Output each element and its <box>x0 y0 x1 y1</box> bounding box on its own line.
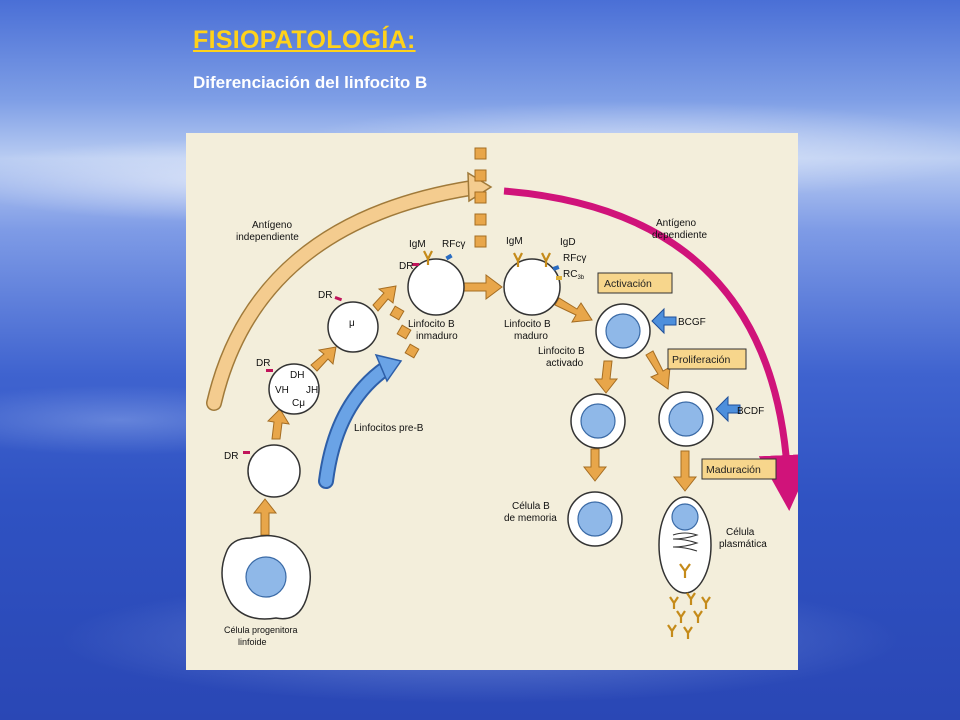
mu-cell <box>327 296 379 353</box>
proliferation-label: Proliferación <box>672 354 731 366</box>
proliferation-box <box>667 348 747 370</box>
bcdf-label: BCDF <box>737 406 764 417</box>
igm-label-1: IgM <box>409 239 426 250</box>
vh-label: VH <box>275 385 289 396</box>
bcdf-arrow <box>715 395 741 423</box>
antigen-dependent-label-2: dependiente <box>652 230 707 241</box>
secreted-antibodies <box>667 592 711 639</box>
dr-cell <box>243 444 301 498</box>
igd-label: IgD <box>560 237 576 248</box>
dr-label-2: DR <box>256 358 270 369</box>
dr-label-3: DR <box>318 290 332 301</box>
bcgf-label: BCGF <box>678 317 706 328</box>
dr-label-1: DR <box>224 451 238 462</box>
vh-cell <box>266 363 320 415</box>
antigen-independent-arc <box>206 171 493 411</box>
plasma-label-1: Célula <box>726 527 755 538</box>
igm-label-2: IgM <box>506 236 523 247</box>
antigen-squares <box>474 147 487 248</box>
memory-b-cell <box>567 491 623 547</box>
activation-label: Activación <box>604 278 652 290</box>
page-subtitle: Diferenciación del linfocito B <box>193 73 428 92</box>
jh-label: JH <box>306 385 318 396</box>
immature-b-cell <box>407 250 465 316</box>
mature-b-cell <box>503 252 562 316</box>
progenitor-cell <box>221 534 311 620</box>
mu-label: μ <box>349 318 355 329</box>
lineage-arrows <box>252 274 698 536</box>
antigen-independent-label-1: Antígeno <box>252 220 292 231</box>
memory-label-2: de memoria <box>504 513 557 524</box>
antigen-dependent-arc <box>503 187 798 511</box>
rc3b-label: RC3b <box>563 269 585 281</box>
activated-b-cell <box>595 303 651 359</box>
diagram-svg: Célula progenitora linfoide DR DR DH VH … <box>206 147 798 647</box>
maturation-box <box>701 458 777 480</box>
progenitor-label-2: linfoide <box>238 637 267 647</box>
immature-label-1: Linfocito B <box>408 319 455 330</box>
rfc-label-2: RFcγ <box>563 253 586 264</box>
proliferating-cell-left <box>570 393 626 449</box>
mature-label-1: Linfocito B <box>504 319 551 330</box>
activated-label-1: Linfocito B <box>538 346 585 357</box>
antigen-dependent-label-1: Antígeno <box>656 218 696 229</box>
pre-b-label: Linfocitos pre-B <box>354 423 424 434</box>
plasma-label-2: plasmática <box>719 539 767 550</box>
progenitor-label-1: Célula progenitora <box>224 625 298 635</box>
activated-label-2: activado <box>546 358 584 369</box>
antigen-independent-label-2: independiente <box>236 232 299 243</box>
memory-label-1: Célula B <box>512 501 550 512</box>
maturation-label: Maduración <box>706 464 761 476</box>
b-cell-differentiation-diagram: Célula progenitora linfoide DR DR DH VH … <box>186 133 798 670</box>
mature-label-2: maduro <box>514 331 548 342</box>
page-title: FISIOPATOLOGÍA: <box>193 26 416 54</box>
bcgf-arrow <box>651 307 677 335</box>
dr-label-4: DR <box>399 261 413 272</box>
pre-b-dashes <box>389 305 420 359</box>
plasma-cell <box>658 496 712 594</box>
immature-label-2: inmaduro <box>416 331 458 342</box>
proliferating-cell-right <box>658 391 714 447</box>
rfc-label-1: RFcγ <box>442 239 465 250</box>
dh-label: DH <box>290 370 304 381</box>
pre-b-arrow <box>318 353 403 489</box>
activation-box <box>597 272 673 294</box>
cmu-label: Cμ <box>292 398 305 409</box>
